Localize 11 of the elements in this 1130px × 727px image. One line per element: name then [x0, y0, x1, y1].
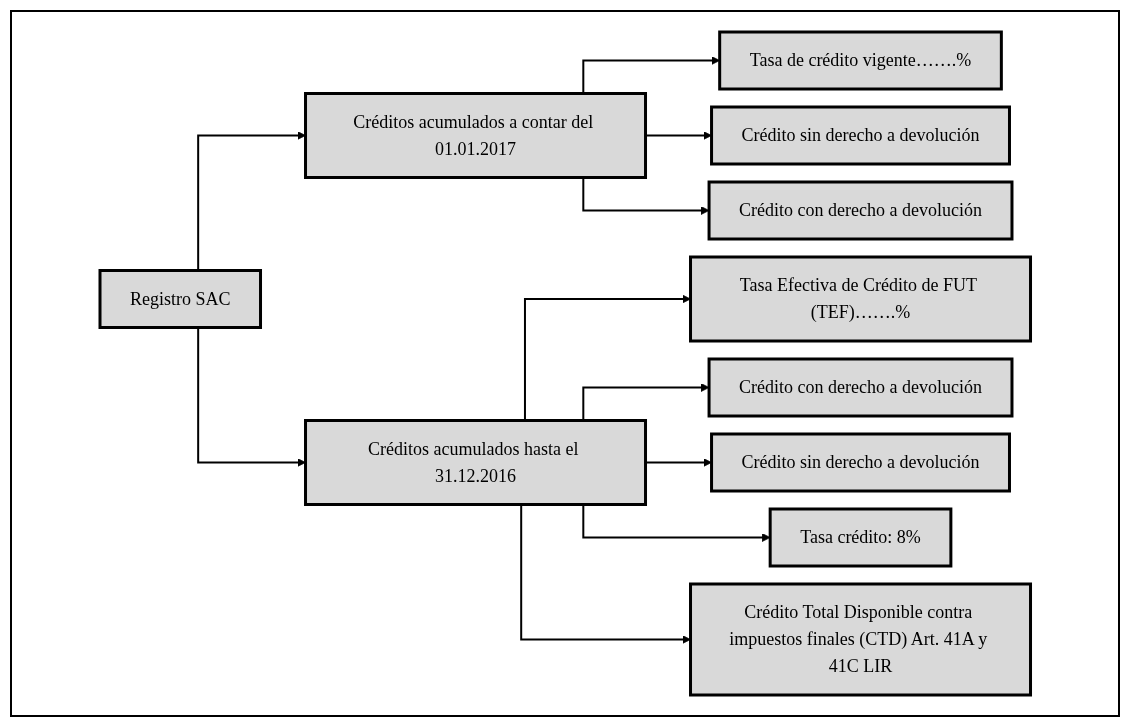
node-box: Crédito Total Disponible contra impuestos finales (CTD) Art. 41A y 41C LIR [688, 582, 1032, 697]
node-box: Crédito sin derecho a devolución [709, 432, 1011, 493]
node-box: Registro SAC [98, 269, 262, 329]
node-box: Crédito sin derecho a devolución [709, 105, 1011, 166]
node-box: Créditos acumulados hasta el 31.12.2016 [303, 419, 647, 506]
node-box: Tasa crédito: 8% [768, 507, 953, 568]
node-box: Crédito con derecho a devolución [707, 180, 1014, 241]
node-box: Créditos acumulados a contar del 01.01.2017 [303, 92, 647, 179]
node-box: Tasa Efectiva de Crédito de FUT (TEF)…….% [688, 255, 1032, 343]
node-box: Tasa de crédito vigente…….% [717, 30, 1003, 91]
node-box: Crédito con derecho a devolución [707, 357, 1014, 418]
